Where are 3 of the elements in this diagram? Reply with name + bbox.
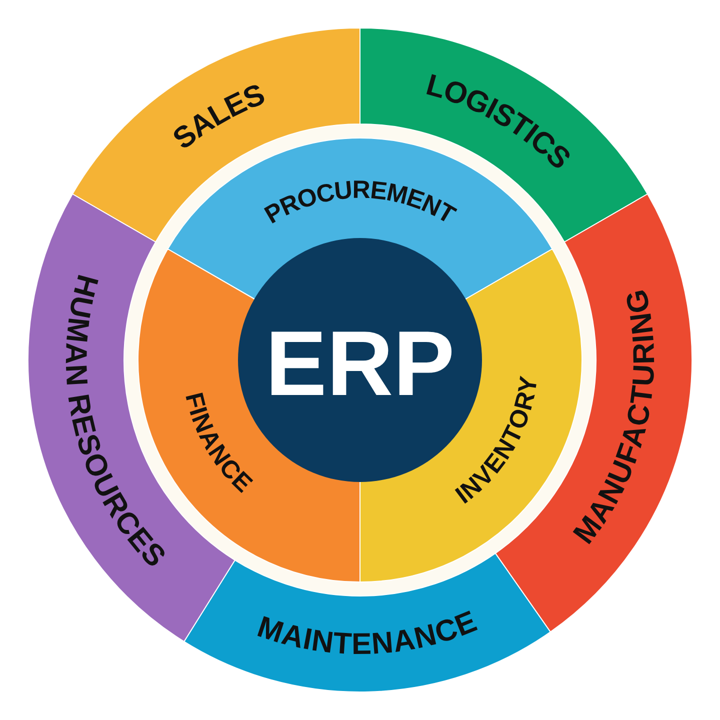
hub-label: ERP [265, 313, 455, 415]
ring-segment [184, 552, 551, 692]
segment-label: MAINTENANCE [254, 604, 482, 661]
